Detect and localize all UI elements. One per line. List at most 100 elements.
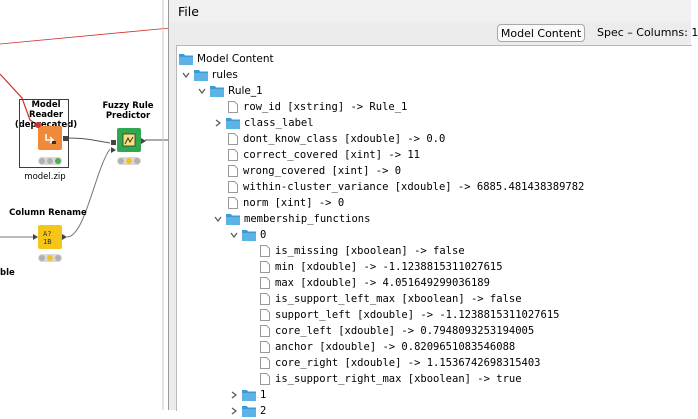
predictor-model-input-port[interactable] xyxy=(111,140,116,145)
chevron-down-icon[interactable] xyxy=(229,227,239,243)
tree-node-root[interactable]: Model Content xyxy=(179,51,274,67)
tree-leaf-is-support-left-max[interactable]: is_support_left_max [xboolean] -> false xyxy=(260,291,522,307)
folder-icon xyxy=(226,118,240,129)
tree-leaf-label: within-cluster_variance [xdouble] -> 688… xyxy=(243,181,585,193)
tree-leaf-norm[interactable]: norm [xint] -> 0 xyxy=(228,195,344,211)
document-icon xyxy=(228,149,238,161)
chevron-down-icon[interactable] xyxy=(213,211,223,227)
svg-text:A?: A? xyxy=(43,230,51,238)
fuzzy-rule-predictor-node[interactable] xyxy=(117,128,141,152)
menu-bar: File xyxy=(169,0,691,23)
tree-leaf-row-id[interactable]: row_id [xstring] -> Rule_1 xyxy=(228,99,407,115)
tree-leaf-label: max [xdouble] -> 4.051649299036189 xyxy=(275,277,490,289)
model-reader-title: Model Reader (deprecated) xyxy=(14,100,78,130)
status-light-yellow xyxy=(47,255,53,261)
tree-leaf-max[interactable]: max [xdouble] -> 4.051649299036189 xyxy=(260,275,490,291)
tree-leaf-dont-know-class[interactable]: dont_know_class [xdouble] -> 0.0 xyxy=(228,131,445,147)
tree-leaf-anchor[interactable]: anchor [xdouble] -> 0.8209651083546088 xyxy=(260,339,515,355)
tree-leaf-label: row_id [xstring] -> Rule_1 xyxy=(243,101,408,113)
workflow-canvas[interactable]: Model Reader (deprecated) model.zip Fuzz… xyxy=(0,0,171,410)
column-rename-title: Column Rename xyxy=(9,208,87,218)
tree-node-mf-0[interactable]: 0 xyxy=(229,227,266,243)
partial-node-label: ble xyxy=(0,268,15,278)
document-icon xyxy=(260,293,270,305)
predictor-icon xyxy=(122,133,136,147)
model-content-tree[interactable]: Model Content rules Rule_1 row_id [xstri… xyxy=(176,45,692,417)
column-rename-input-port[interactable] xyxy=(33,234,38,240)
tree-node-mf-2[interactable]: 2 xyxy=(229,403,266,419)
column-rename-output-port[interactable] xyxy=(62,234,67,240)
tree-node-mf-1[interactable]: 1 xyxy=(229,387,266,403)
status-light-yellow xyxy=(47,158,53,164)
tree-leaf-within-cluster-variance[interactable]: within-cluster_variance [xdouble] -> 688… xyxy=(228,179,584,195)
folder-icon xyxy=(194,70,208,81)
flow-variable-connection-top xyxy=(0,27,171,45)
column-rename-icon: A?1B xyxy=(43,230,51,246)
tab-bar: Model Content Spec – Columns: 1 xyxy=(169,22,698,44)
status-light-red xyxy=(118,158,124,164)
model-reader-label[interactable]: model.zip xyxy=(24,172,66,182)
status-light-red xyxy=(39,255,45,261)
tree-leaf-label: support_left [xdouble] -> -1.12388153110… xyxy=(275,309,560,321)
model-reader-status xyxy=(38,157,62,165)
tree-leaf-is-missing[interactable]: is_missing [xboolean] -> false xyxy=(260,243,465,259)
tree-node-label: Model Content xyxy=(197,53,274,65)
document-icon xyxy=(260,261,270,273)
folder-icon xyxy=(242,230,256,241)
model-reader-node-selection[interactable] xyxy=(19,99,69,168)
folder-icon xyxy=(210,86,224,97)
tree-leaf-core-left[interactable]: core_left [xdouble] -> 0.794809325319400… xyxy=(260,323,534,339)
tree-node-label: 2 xyxy=(260,405,267,417)
flow-variable-port[interactable] xyxy=(35,122,41,128)
flow-variable-connection xyxy=(0,73,37,125)
folder-icon xyxy=(226,214,240,225)
tree-node-label: 0 xyxy=(260,229,267,241)
tab-model-content[interactable]: Model Content xyxy=(497,24,585,42)
chevron-down-icon[interactable] xyxy=(197,83,207,99)
tree-node-membership-functions[interactable]: membership_functions xyxy=(213,211,370,227)
tree-leaf-wrong-covered[interactable]: wrong_covered [xint] -> 0 xyxy=(228,163,401,179)
tree-leaf-correct-covered[interactable]: correct_covered [xint] -> 11 xyxy=(228,147,420,163)
model-reader-output-port[interactable] xyxy=(63,136,68,141)
column-rename-status xyxy=(38,254,62,262)
tree-node-rule-1[interactable]: Rule_1 xyxy=(197,83,263,99)
chevron-right-icon[interactable] xyxy=(229,403,239,419)
workflow-connections xyxy=(0,0,171,410)
chevron-right-icon[interactable] xyxy=(213,115,223,131)
status-light-green xyxy=(134,158,140,164)
document-icon xyxy=(228,181,238,193)
status-light-green xyxy=(55,158,61,164)
tree-node-label: rules xyxy=(212,69,238,81)
document-icon xyxy=(260,357,270,369)
folder-icon xyxy=(179,54,193,65)
document-icon xyxy=(228,133,238,145)
model-reader-node[interactable] xyxy=(38,126,62,150)
tree-node-rules[interactable]: rules xyxy=(181,67,238,83)
document-icon xyxy=(260,341,270,353)
tree-node-class-label[interactable]: class_label xyxy=(213,115,314,131)
menu-file[interactable]: File xyxy=(178,4,199,19)
tree-leaf-support-left[interactable]: support_left [xdouble] -> -1.12388153110… xyxy=(260,307,559,323)
predictor-data-input-port[interactable] xyxy=(111,147,116,153)
tree-node-label: Rule_1 xyxy=(228,85,263,97)
tree-leaf-label: norm [xint] -> 0 xyxy=(243,197,345,209)
svg-text:1B: 1B xyxy=(43,238,51,246)
tree-node-label: class_label xyxy=(244,117,314,129)
tree-leaf-core-right[interactable]: core_right [xdouble] -> 1.15367426983154… xyxy=(260,355,541,371)
tree-leaf-is-support-right-max[interactable]: is_support_right_max [xboolean] -> true xyxy=(260,371,522,387)
chevron-right-icon[interactable] xyxy=(229,387,239,403)
column-rename-node[interactable]: A?1B xyxy=(38,225,62,249)
folder-icon xyxy=(242,390,256,401)
status-light-yellow xyxy=(126,158,132,164)
chevron-down-icon[interactable] xyxy=(181,67,191,83)
model-reader-icon xyxy=(45,134,56,144)
tree-leaf-label: dont_know_class [xdouble] -> 0.0 xyxy=(243,133,446,145)
fuzzy-rule-predictor-status xyxy=(117,157,141,165)
tree-leaf-label: is_missing [xboolean] -> false xyxy=(275,245,465,257)
predictor-output-port[interactable] xyxy=(141,138,146,144)
data-connection xyxy=(66,148,111,238)
tree-leaf-min[interactable]: min [xdouble] -> -1.1238815311027615 xyxy=(260,259,503,275)
document-icon xyxy=(260,277,270,289)
tab-spec-columns[interactable]: Spec – Columns: 1 xyxy=(597,26,698,39)
document-icon xyxy=(260,309,270,321)
